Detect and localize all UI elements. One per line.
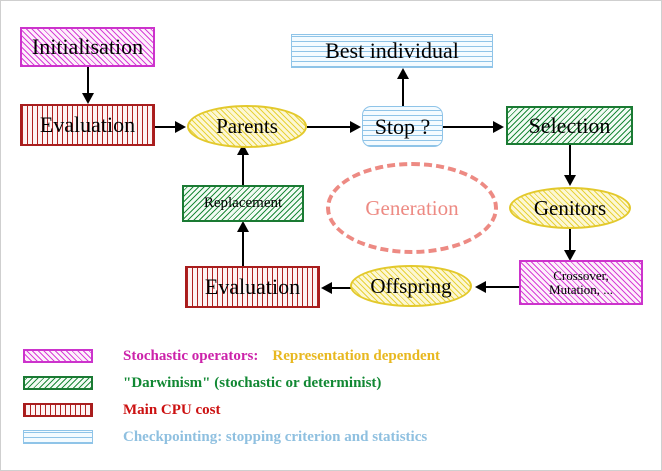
node-parents[interactable]: Parents <box>187 105 307 148</box>
node-offspring-label: Offspring <box>370 273 452 298</box>
node-replacement[interactable]: Replacement <box>182 185 304 222</box>
legend-label-checkpointing: Checkpointing: stopping criterion and st… <box>123 428 428 445</box>
edge-replacement-parents <box>242 151 244 186</box>
edge-crossover-offspring <box>482 286 520 288</box>
node-evaluation-top[interactable]: Evaluation <box>20 104 155 146</box>
node-replacement-label: Replacement <box>203 194 283 211</box>
edge-evaluation-replacement-arrowhead <box>237 221 249 232</box>
node-stop[interactable]: Stop ? <box>362 106 443 147</box>
edge-genitors-crossover-arrowhead <box>564 250 576 261</box>
node-selection-label: Selection <box>528 112 611 138</box>
legend: Stochastic operators: Representation dep… <box>1 337 661 457</box>
node-genitors[interactable]: Genitors <box>509 187 631 229</box>
edge-replacement-parents-arrowhead <box>237 144 249 155</box>
edge-stop-selection <box>443 126 499 128</box>
node-stop-label: Stop ? <box>374 113 431 139</box>
edge-stop-selection-arrowhead <box>493 121 504 133</box>
node-crossover-mutation[interactable]: Crossover, Mutation, ... <box>519 260 643 305</box>
node-parents-label: Parents <box>216 114 278 139</box>
edge-offspring-evaluation <box>331 287 351 289</box>
legend-label-stochastic-operators: Stochastic operators: <box>123 347 259 364</box>
edge-initialisation-evaluation-arrowhead <box>82 93 94 104</box>
legend-label-representation-dependent: Representation dependent <box>272 347 441 364</box>
edge-crossover-offspring-arrowhead <box>475 281 486 293</box>
legend-swatch-green-diagonal <box>23 376 93 390</box>
edge-selection-genitors-arrowhead <box>564 175 576 186</box>
node-evaluation-bottom[interactable]: Evaluation <box>185 266 320 308</box>
legend-label-main-cpu-cost: Main CPU cost <box>123 401 221 418</box>
edge-evaluation-replacement <box>242 229 244 267</box>
legend-row: "Darwinism" (stochastic or determinist) <box>23 372 381 394</box>
edge-stop-best-individual <box>402 71 404 107</box>
node-evaluation-top-label: Evaluation <box>39 112 136 138</box>
node-best-individual-label: Best individual <box>325 38 459 64</box>
edge-initialisation-evaluation <box>87 67 89 96</box>
edge-offspring-evaluation-arrowhead <box>321 282 332 294</box>
edge-evaluation-parents <box>155 126 179 128</box>
node-generation: Generation <box>326 162 498 254</box>
edge-evaluation-parents-arrowhead <box>175 121 186 133</box>
node-offspring[interactable]: Offspring <box>350 265 472 307</box>
node-crossover-line2: Mutation, ... <box>549 281 613 297</box>
node-selection[interactable]: Selection <box>506 106 633 145</box>
node-initialisation[interactable]: Initialisation <box>20 27 155 67</box>
legend-swatch-magenta-diagonal <box>23 349 93 363</box>
legend-row: Main CPU cost <box>23 399 221 421</box>
node-initialisation-label: Initialisation <box>31 34 144 60</box>
legend-swatch-blue-horizontal <box>23 430 93 444</box>
edge-selection-genitors <box>569 145 571 179</box>
legend-row: Stochastic operators: Representation dep… <box>23 345 440 367</box>
legend-row: Checkpointing: stopping criterion and st… <box>23 426 427 448</box>
node-best-individual[interactable]: Best individual <box>291 34 493 68</box>
legend-label-darwinism: "Darwinism" (stochastic or determinist) <box>123 374 382 391</box>
node-evaluation-bottom-label: Evaluation <box>204 274 301 300</box>
node-genitors-label: Genitors <box>533 195 607 220</box>
legend-swatch-red-vertical <box>23 403 93 417</box>
node-crossover-line1: Crossover, <box>553 267 609 283</box>
edge-genitors-crossover <box>569 229 571 255</box>
edge-stop-best-individual-arrowhead <box>397 68 409 79</box>
edge-parents-stop-arrowhead <box>350 121 361 133</box>
edge-parents-stop <box>307 126 355 128</box>
node-generation-label: Generation <box>365 195 459 220</box>
